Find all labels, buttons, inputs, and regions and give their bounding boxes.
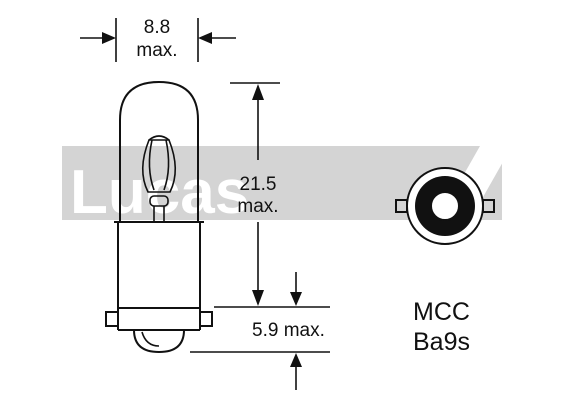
end-view-pin-right xyxy=(482,199,495,213)
width-dimension: 8.8 max. xyxy=(80,17,236,62)
bulb-type: MCC xyxy=(413,298,470,326)
base-center-contact xyxy=(430,191,460,221)
base-offset-label: 5.9 max. xyxy=(252,320,325,341)
length-value: 21.5 xyxy=(240,174,277,195)
bulb-code: MCC Ba9s xyxy=(413,298,470,356)
bayonet-pin-left xyxy=(105,311,119,327)
bulb-drawing xyxy=(105,80,213,354)
bulb-base-code: Ba9s xyxy=(413,328,470,356)
length-unit: max. xyxy=(237,196,278,217)
filament xyxy=(141,139,177,193)
end-view-pin-left xyxy=(395,199,408,213)
bulb-base xyxy=(117,222,201,309)
length-dimension: 21.5 max. xyxy=(214,82,330,308)
base-end-view xyxy=(395,167,495,245)
bayonet-pin-right xyxy=(199,311,213,327)
base-offset-dimension: 5.9 max. xyxy=(190,272,330,390)
solder-contact xyxy=(133,329,185,354)
glass-envelope xyxy=(119,80,199,222)
width-value: 8.8 xyxy=(144,17,170,38)
width-unit: max. xyxy=(136,40,177,61)
